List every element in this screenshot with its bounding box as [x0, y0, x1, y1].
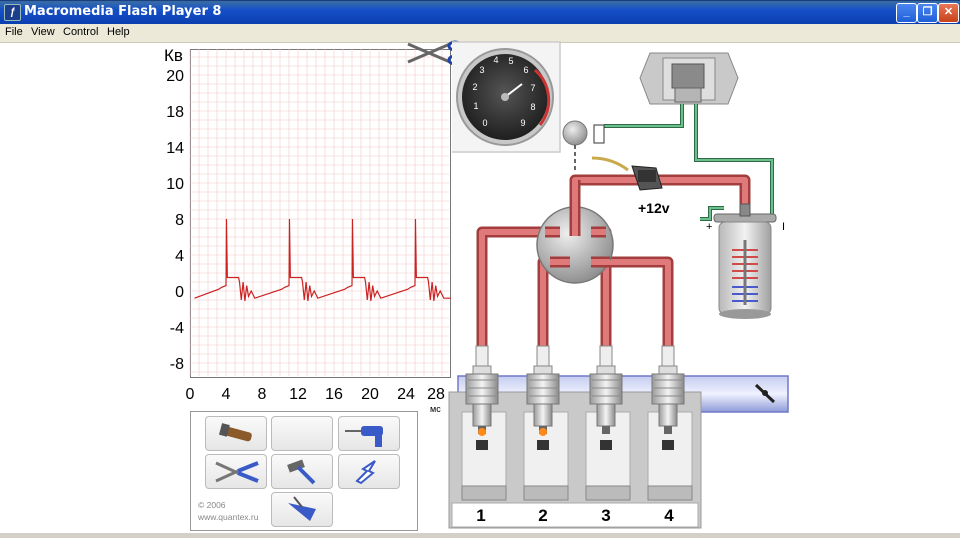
tachometer: 0 1 2 3 4 5 6 7 8 9: [452, 41, 561, 153]
minimize-button[interactable]: _: [896, 3, 917, 23]
window-title: Macromedia Flash Player 8: [24, 4, 222, 19]
hammer-icon: [287, 459, 316, 485]
x-tick-label: 16: [325, 386, 343, 403]
hammer-tool[interactable]: [271, 454, 333, 489]
spark-flash-icon: [539, 428, 547, 436]
supply-wire: [591, 156, 629, 172]
funnel-tool[interactable]: [271, 492, 333, 527]
drill-icon: [345, 426, 383, 447]
spark-plug: [589, 345, 623, 450]
tach-label: 0: [482, 118, 487, 128]
y-tick-label: 18: [166, 104, 184, 121]
spark-icon: [355, 460, 376, 485]
tach-label: 1: [473, 101, 478, 111]
ht-leads: [476, 174, 751, 366]
empty-tool-slot[interactable]: [271, 416, 333, 451]
tach-label: 4: [493, 55, 498, 65]
y-tick-label: 8: [175, 212, 184, 229]
y-tick-label: 14: [166, 140, 184, 157]
x-tick-label: 12: [289, 386, 307, 403]
y-tick-label: 4: [175, 248, 184, 265]
tach-label: 5: [508, 56, 513, 66]
probe-clamp: [631, 165, 663, 191]
x-tick-label: 4: [222, 386, 231, 403]
hall-sensor: [562, 120, 605, 172]
tach-label: 9: [520, 118, 525, 128]
menu-control[interactable]: Control: [63, 26, 99, 38]
y-tick-label: 20: [166, 68, 184, 85]
y-tick-label: 0: [175, 284, 184, 301]
menu-bar: File View Control Help: [0, 24, 960, 43]
restore-button[interactable]: ❐: [917, 3, 938, 23]
copyright-year: © 2006: [198, 500, 226, 510]
x-tick-label: 24: [397, 386, 415, 403]
x-tick-label: 8: [258, 386, 267, 403]
tach-label: 6: [523, 65, 528, 75]
drill-tool[interactable]: [338, 416, 400, 451]
y-tick-label: -4: [170, 320, 184, 337]
window-bottom-edge: [0, 533, 960, 538]
spark-plug-wrench-tool[interactable]: [205, 416, 267, 451]
tach-label: 8: [530, 102, 535, 112]
ignition-coil: + I: [706, 203, 785, 319]
x-tick-label: 28: [427, 386, 445, 403]
spark-plug: [526, 345, 560, 450]
x-axis-unit: мс: [430, 404, 441, 414]
y-axis-unit: Кв: [164, 46, 183, 65]
supply-voltage-label: +12v: [638, 200, 670, 216]
title-bar: ƒ Macromedia Flash Player 8 _ ❐ ✕: [0, 0, 960, 24]
spark-flash-icon: [478, 428, 486, 436]
flash-app-icon: ƒ: [4, 4, 21, 21]
cylinder-label: 2: [538, 506, 547, 525]
menu-help[interactable]: Help: [107, 26, 130, 38]
coil-minus-label: I: [782, 221, 785, 233]
pliers-tool[interactable]: [205, 454, 267, 489]
tach-label: 2: [472, 82, 477, 92]
ignition-module: [639, 52, 739, 105]
oscilloscope-grid: [189, 49, 449, 376]
tach-label: 7: [530, 83, 535, 93]
oscilloscope-panel: [190, 49, 451, 378]
menu-view[interactable]: View: [31, 26, 55, 38]
y-tick-label: -8: [170, 356, 184, 373]
menu-file[interactable]: File: [5, 26, 23, 38]
cylinder-label: 4: [664, 506, 674, 525]
y-tick-label: 10: [166, 176, 184, 193]
cylinder-label: 3: [601, 506, 610, 525]
pliers-icon: [215, 461, 259, 483]
spark-tester-tool[interactable]: [338, 454, 400, 489]
funnel-icon: [288, 496, 316, 521]
cylinder-label: 1: [476, 506, 485, 525]
spark-plugs: [465, 345, 685, 450]
tool-palette: © 2006 www.quantex.ru: [190, 411, 418, 531]
wrench-icon: [218, 423, 252, 442]
coil-plus-label: +: [706, 221, 712, 233]
x-tick-label: 0: [186, 386, 195, 403]
x-tick-label: 20: [361, 386, 379, 403]
ignition-waveform: [194, 218, 451, 301]
close-button[interactable]: ✕: [938, 3, 959, 23]
spark-plug: [651, 345, 685, 450]
tach-label: 3: [479, 65, 484, 75]
copyright-site[interactable]: www.quantex.ru: [198, 512, 259, 522]
spark-plug: [465, 345, 499, 450]
